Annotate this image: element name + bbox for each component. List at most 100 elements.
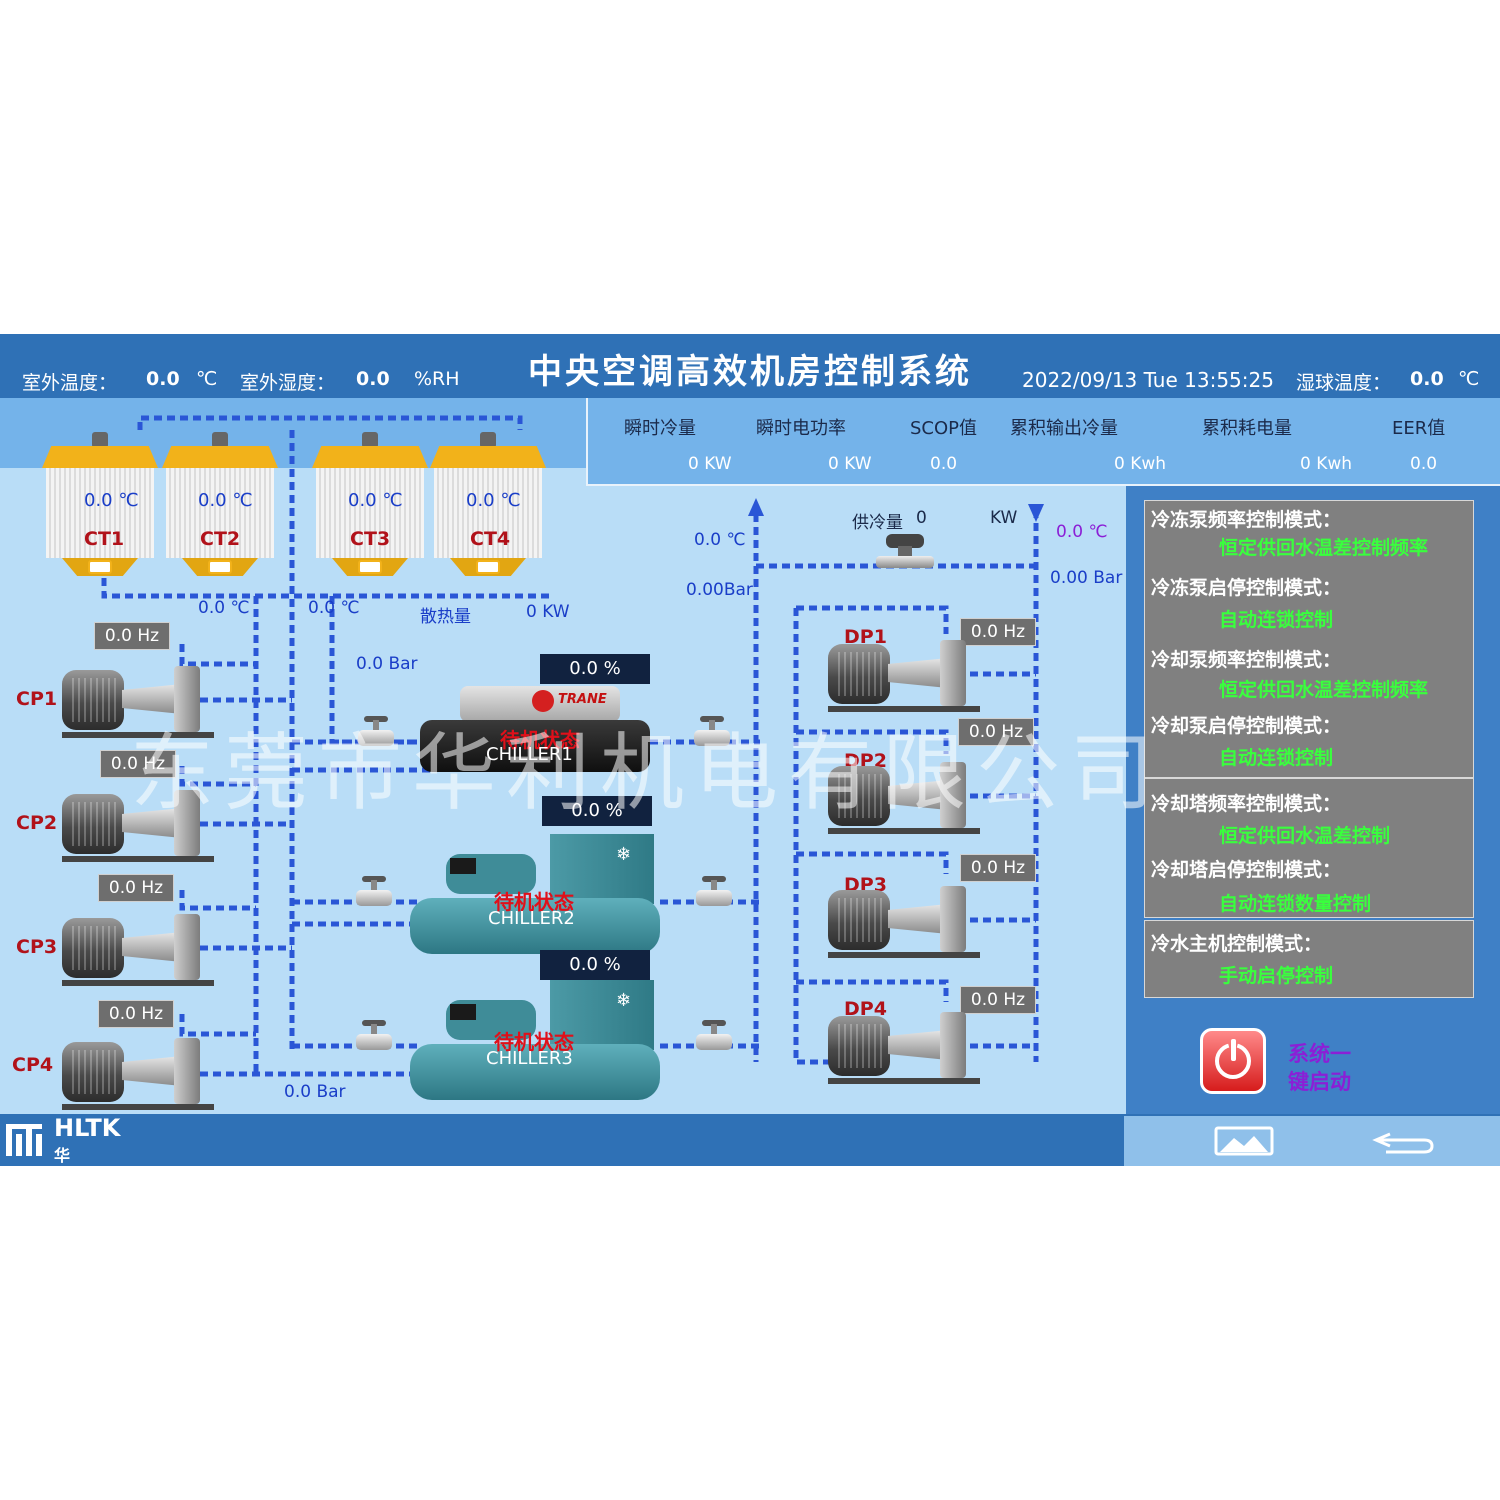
valve-chiller1-evaporator[interactable] — [694, 716, 730, 750]
cooling-supply-label: 供冷量 — [852, 513, 903, 533]
snowflake-icon: ❄ — [616, 990, 632, 1011]
chiller-1[interactable]: TRANE — [420, 686, 650, 786]
metric-value-total-power: 0 Kwh — [1300, 454, 1353, 474]
trane-logo-icon — [532, 690, 554, 712]
cp-discharge — [200, 697, 292, 1077]
cooling-pump-cp3[interactable] — [62, 910, 214, 986]
tower-return-pipe — [101, 578, 550, 599]
mode-value-tower-freq[interactable]: 恒定供回水温差控制 — [1219, 825, 1391, 847]
mode-value-chiller[interactable]: 手动启停控制 — [1219, 965, 1334, 987]
cp2-name: CP2 — [16, 812, 58, 834]
ct2-temp: 0.0 ℃ — [198, 490, 253, 511]
datetime-display: 2022/09/13 Tue 13:55:25 — [1022, 368, 1274, 392]
valve-chiller1-condenser[interactable] — [358, 716, 394, 750]
mode-label-tower-freq: 冷却塔频率控制模式： — [1151, 793, 1342, 815]
heat-rejection-value: 0 KW — [526, 602, 570, 622]
chilled-pump-dp1[interactable] — [828, 636, 980, 712]
tower-header-pipe — [137, 415, 523, 430]
wet-bulb-label: 湿球温度： — [1296, 372, 1392, 394]
cooling-tower-ct4[interactable] — [430, 432, 546, 578]
outdoor-humidity-label: 室外湿度： — [240, 372, 336, 394]
tower-control-group: 冷却塔频率控制模式： 恒定供回水温差控制 冷却塔启停控制模式： 自动连锁数量控制 — [1144, 778, 1474, 918]
chiller1-load: 0.0 % — [540, 654, 650, 684]
chilled-supply-temp: 0.0 ℃ — [694, 530, 746, 550]
outdoor-humidity-unit: %RH — [414, 368, 460, 390]
cooling-supply-value: 0 — [916, 508, 927, 528]
cp3-freq: 0.0 Hz — [98, 874, 174, 902]
cooling-pump-cp4[interactable] — [62, 1034, 214, 1110]
mode-label-chilled-pump-freq: 冷冻泵频率控制模式： — [1151, 509, 1342, 531]
image-button[interactable] — [1214, 1126, 1274, 1156]
metrics-panel: 瞬时冷量 0 KW 瞬时电功率 0 KW SCOP值 0.0 累积输出冷量 0 … — [586, 398, 1500, 486]
snowflake-icon: ❄ — [616, 844, 632, 865]
cooling-pump-cp2[interactable] — [62, 786, 214, 862]
dp-suction-branches — [796, 605, 949, 1002]
mode-value-tower-start[interactable]: 自动连锁数量控制 — [1219, 893, 1372, 915]
cooling-pump-cp1[interactable] — [62, 662, 214, 738]
chilled-pump-dp2[interactable] — [828, 758, 980, 834]
dp1-name: DP1 — [844, 626, 887, 648]
hvac-control-screen: 室外温度： 0.0 ℃ 室外湿度： 0.0 %RH 中央空调高效机房控制系统 2… — [0, 334, 1500, 1166]
outdoor-temp-unit: ℃ — [196, 368, 218, 390]
back-button[interactable] — [1372, 1126, 1436, 1156]
chiller-control-group: 冷水主机控制模式： 手动启停控制 — [1144, 920, 1474, 998]
dp4-freq: 0.0 Hz — [960, 986, 1036, 1014]
cooling-return-temp: 0.0 ℃ — [308, 598, 360, 618]
valve-chiller2-condenser[interactable] — [356, 876, 392, 910]
supply-arrow-icon — [748, 498, 764, 516]
chiller-2[interactable]: ❄ — [410, 834, 660, 964]
chilled-pump-dp3[interactable] — [828, 882, 980, 958]
dp4-name: DP4 — [844, 998, 887, 1020]
mode-label-chiller: 冷水主机控制模式： — [1151, 933, 1323, 955]
control-display-icon — [450, 858, 476, 874]
mode-value-cooling-pump-freq[interactable]: 恒定供回水温差控制频率 — [1219, 679, 1429, 701]
cp1-feed — [179, 644, 256, 667]
metric-label-instant-power: 瞬时电功率 — [756, 418, 846, 439]
hltk-logo-icon — [6, 1124, 42, 1156]
chiller3-state: 待机状态 — [494, 1030, 574, 1054]
dp1-freq: 0.0 Hz — [960, 618, 1036, 646]
chilled-return-temp: 0.0 ℃ — [1056, 522, 1108, 542]
dp-suction-header — [793, 608, 830, 1065]
valve-chiller3-evaporator[interactable] — [696, 1020, 732, 1054]
dp-discharge — [970, 671, 1036, 1049]
cooling-pressure-bottom: 0.0 Bar — [284, 1082, 346, 1102]
heat-rejection-label: 散热量 — [420, 607, 471, 627]
cooling-supply-temp: 0.0 ℃ — [198, 598, 250, 618]
fan-icon — [362, 432, 378, 448]
mode-label-tower-start: 冷却塔启停控制模式： — [1151, 859, 1342, 881]
outdoor-temp-label: 室外温度： — [22, 372, 118, 394]
chiller-cond-out — [292, 767, 430, 1077]
cp4-name: CP4 — [12, 1054, 54, 1076]
flow-meter-icon — [876, 534, 934, 572]
fan-icon — [480, 432, 496, 448]
chiller-3[interactable]: ❄ — [410, 980, 660, 1110]
system-start-button[interactable] — [1200, 1028, 1266, 1094]
ct3-name: CT3 — [350, 528, 391, 550]
system-start-label-line1: 系统一 — [1288, 1042, 1351, 1066]
image-icon — [1214, 1126, 1274, 1156]
valve-chiller3-condenser[interactable] — [356, 1020, 392, 1054]
dp2-freq: 0.0 Hz — [958, 718, 1034, 746]
pump-control-group: 冷冻泵频率控制模式： 恒定供回水温差控制频率 冷冻泵启停控制模式： 自动连锁控制… — [1144, 500, 1474, 778]
metric-label-total-power: 累积耗电量 — [1202, 418, 1292, 439]
metric-value-instant-power: 0 KW — [828, 454, 872, 474]
mode-value-chilled-pump-freq[interactable]: 恒定供回水温差控制频率 — [1219, 537, 1429, 559]
mode-value-cooling-pump-start[interactable]: 自动连锁控制 — [1219, 747, 1334, 769]
mode-value-chilled-pump-start[interactable]: 自动连锁控制 — [1219, 609, 1334, 631]
chilled-pump-dp4[interactable] — [828, 1008, 980, 1084]
cp4-feed — [179, 1014, 256, 1037]
metric-value-instant-cooling: 0 KW — [688, 454, 732, 474]
chilled-supply-pressure: 0.00Bar — [686, 580, 753, 600]
cp4-freq: 0.0 Hz — [98, 1000, 174, 1028]
cooling-tower-ct3[interactable] — [312, 432, 428, 578]
footer-nav — [1124, 1116, 1500, 1166]
ct3-temp: 0.0 ℃ — [348, 490, 403, 511]
wet-bulb-unit: ℃ — [1458, 368, 1480, 390]
cooling-tower-ct2[interactable] — [162, 432, 278, 578]
chilled-return-pressure: 0.00 Bar — [1050, 568, 1123, 588]
return-arrow-icon — [1028, 504, 1044, 522]
valve-chiller2-evaporator[interactable] — [696, 876, 732, 910]
cooling-tower-ct1[interactable] — [42, 432, 158, 578]
chiller2-state: 待机状态 — [494, 890, 574, 914]
